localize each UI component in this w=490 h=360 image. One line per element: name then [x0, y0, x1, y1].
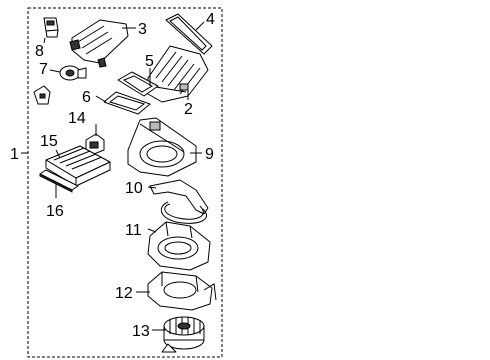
- part-12-base: [147, 271, 217, 311]
- part-15-filter: [45, 145, 111, 187]
- part-9-blower-case-upper: [127, 117, 197, 177]
- part-10-scroll: [149, 179, 209, 224]
- part-11-blower-case-lower: [147, 221, 211, 271]
- part-16-strip: [39, 169, 79, 193]
- leader-4: [195, 21, 205, 31]
- callout-11: 11: [125, 222, 142, 239]
- part-13-blower-motor: [161, 316, 205, 353]
- part-4-seal: [165, 13, 213, 55]
- leader-7: [49, 69, 61, 73]
- part-5-plate: [117, 71, 159, 97]
- part-actuator-small: [33, 85, 51, 105]
- callout-9: 9: [205, 146, 214, 163]
- callout-16: 16: [46, 203, 64, 220]
- callout-4: 4: [206, 11, 215, 28]
- part-6-door: [103, 91, 151, 115]
- callout-1: 1: [10, 146, 19, 163]
- callout-13: 13: [132, 323, 150, 340]
- leader-15: [55, 149, 61, 159]
- callout-15: 15: [40, 133, 58, 150]
- leader-11: [147, 228, 157, 233]
- callout-7: 7: [39, 61, 48, 78]
- callout-14: 14: [68, 110, 86, 127]
- callout-12: 12: [115, 285, 133, 302]
- part-3-duct: [69, 19, 129, 68]
- callout-3: 3: [138, 21, 147, 38]
- part-8-connector: [43, 17, 59, 38]
- part-2-core-case: [147, 45, 209, 103]
- callout-8: 8: [35, 43, 44, 60]
- leader-6: [95, 95, 107, 103]
- callout-10: 10: [125, 180, 143, 197]
- leader-10: [147, 186, 157, 189]
- callout-5: 5: [145, 53, 154, 70]
- callout-6: 6: [82, 89, 91, 106]
- callout-2: 2: [184, 101, 193, 118]
- leader-8: [43, 37, 46, 44]
- part-7-actuator: [59, 65, 87, 81]
- assembly-boundary: [27, 7, 223, 358]
